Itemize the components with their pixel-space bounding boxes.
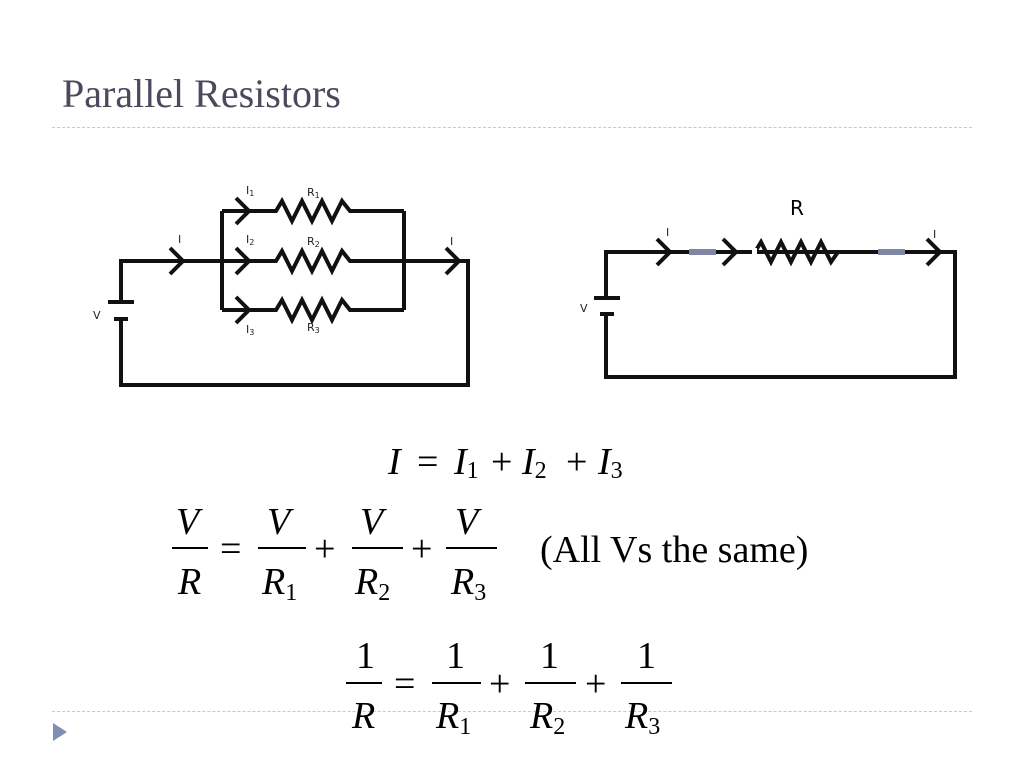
eq2-lhs-den: R — [177, 561, 201, 603]
eq2-term-2-den: R2 — [354, 561, 390, 606]
branch-2-arrow — [234, 246, 252, 276]
eq3-plus-2: + — [585, 663, 606, 705]
branch-2-current-label: I2 — [246, 233, 254, 247]
parallel-circuit — [119, 196, 470, 387]
equivalent-arrow-mid — [721, 237, 739, 267]
current-arrow-in — [168, 246, 186, 276]
eq3-plus-1: + — [489, 663, 510, 705]
branch-2-wire — [222, 246, 404, 276]
equivalent-arrow-out — [925, 237, 943, 267]
equivalent-circuit — [604, 237, 957, 379]
parallel-left-wire-bottom — [119, 259, 470, 387]
equivalent-resistor — [753, 237, 840, 267]
equivalent-leads — [689, 248, 905, 256]
equivalent-source-label: V — [580, 302, 588, 315]
eq2-term-3-num: V — [455, 501, 482, 543]
branch-1-wire — [222, 196, 404, 226]
eq3-term-3-num: 1 — [637, 635, 656, 677]
title-divider — [52, 127, 972, 128]
eq2-term-1-den: R1 — [261, 561, 297, 606]
branch-3-arrow — [234, 295, 252, 325]
eq1-term-1: I1 — [453, 441, 479, 484]
equivalent-arrow-in — [655, 237, 673, 267]
voltage-fraction-equation: V R = V R1 + V R2 + V R3 (All Vs the sam… — [172, 501, 808, 606]
equivalent-wire-top — [604, 250, 957, 379]
eq2-plus-1: + — [314, 528, 335, 570]
eq3-lhs-num: 1 — [356, 635, 375, 677]
eq2-term-3-den: R3 — [450, 561, 486, 606]
branch-2-resistor-label: R2 — [307, 235, 320, 249]
branch-1-current-label: I1 — [246, 184, 254, 198]
eq3-lhs-den: R — [351, 695, 375, 737]
eq1-term-3: I3 — [597, 441, 623, 484]
eq2-term-2-num: V — [360, 501, 387, 543]
eq1-equals: = — [417, 441, 438, 483]
equivalent-current-out-label: I — [933, 228, 936, 241]
eq3-term-1-den: R1 — [435, 695, 471, 740]
eq3-term-1-num: 1 — [446, 635, 465, 677]
eq2-plus-2: + — [411, 528, 432, 570]
eq1-lhs: I — [387, 441, 403, 483]
eq2-note: (All Vs the same) — [540, 529, 808, 571]
lead-right — [878, 249, 905, 255]
eq2-equals: = — [220, 528, 241, 570]
parallel-left-wire-top — [119, 259, 222, 300]
branch-3-resistor-label: R3 — [307, 321, 320, 335]
branch-3-wire — [222, 295, 404, 325]
eq1-term-2: I2 — [521, 441, 547, 484]
parallel-current-in-label: I — [178, 233, 181, 246]
eq3-term-2-den: R2 — [529, 695, 565, 740]
current-sum-equation: I = I1 + I2 + I3 — [387, 441, 623, 484]
branch-1-resistor-label: R1 — [307, 186, 320, 200]
equivalent-resistor-label: R — [790, 196, 804, 220]
eq2-lhs-num: V — [176, 501, 203, 543]
parallel-source-label: V — [93, 309, 101, 322]
equivalent-current-in-label: I — [666, 226, 669, 239]
current-arrow-out — [444, 246, 462, 276]
footer-divider — [52, 711, 972, 712]
eq1-plus-1: + — [491, 441, 512, 483]
eq3-term-3-den: R3 — [624, 695, 660, 740]
parallel-battery — [108, 300, 134, 321]
equivalent-battery — [594, 296, 620, 316]
slide-title: Parallel Resistors — [62, 71, 341, 116]
parallel-current-out-label: I — [450, 235, 453, 248]
eq3-term-2-num: 1 — [540, 635, 559, 677]
eq3-equals: = — [394, 663, 415, 705]
eq1-plus-2: + — [566, 441, 587, 483]
resistor-gap-left — [752, 248, 757, 256]
eq2-term-1-num: V — [267, 501, 294, 543]
circuit-diagrams: V I I I1 R1 I2 R2 I3 R3 V I I R — [93, 184, 957, 387]
branch-3-current-label: I3 — [246, 323, 254, 337]
play-arrow-icon[interactable] — [50, 721, 70, 743]
lead-left — [689, 249, 716, 255]
branch-1-arrow — [234, 196, 252, 226]
reciprocal-sum-equation: 1 R = 1 R1 + 1 R2 + 1 R3 — [346, 635, 672, 740]
